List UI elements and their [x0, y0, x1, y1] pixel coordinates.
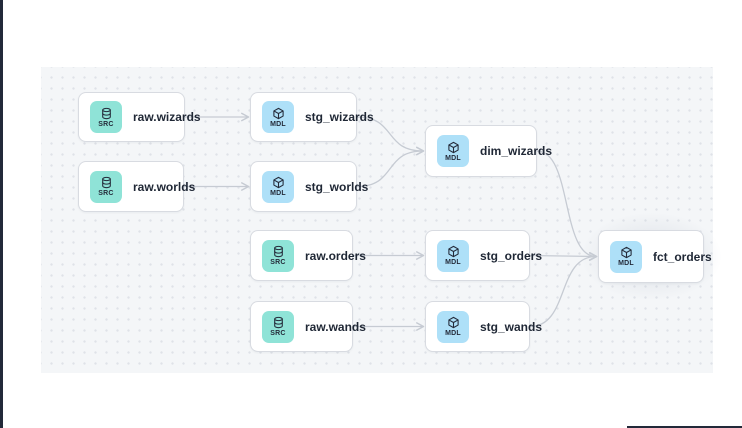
cube-icon: [447, 245, 460, 258]
graph-node-stg_wizards[interactable]: MDL stg_wizards: [250, 92, 374, 142]
node-label: dim_wizards: [480, 144, 553, 158]
badge-label: MDL: [618, 260, 634, 267]
node-label: stg_orders: [480, 248, 543, 263]
graph-node-stg_worlds[interactable]: MDL stg_worlds: [250, 161, 368, 212]
mdl-badge: MDL: [437, 310, 469, 343]
node-label: raw.worlds: [133, 179, 196, 194]
database-icon: [100, 107, 113, 120]
cube-icon: [447, 316, 460, 329]
mdl-badge: MDL: [437, 135, 469, 167]
badge-label: SRC: [98, 190, 114, 197]
cube-icon: [272, 107, 285, 120]
src-badge: SRC: [90, 101, 122, 133]
badge-label: SRC: [270, 330, 286, 337]
cube-icon: [620, 246, 633, 259]
cube-icon: [272, 176, 285, 189]
database-icon: [272, 245, 285, 258]
badge-label: MDL: [445, 330, 461, 337]
mdl-badge: MDL: [262, 170, 294, 203]
badge-label: MDL: [445, 154, 461, 162]
cube-icon: [447, 141, 460, 154]
mdl-badge: MDL: [610, 240, 642, 273]
badge-label: MDL: [270, 120, 286, 128]
node-label: stg_wizards: [305, 110, 374, 124]
database-icon: [100, 176, 113, 189]
node-label: stg_wands: [480, 319, 543, 334]
window-bottom-edge: [627, 426, 742, 428]
node-label: raw.orders: [305, 248, 366, 263]
node-label: raw.wands: [305, 319, 366, 334]
node-label: fct_orders: [653, 249, 712, 264]
graph-node-raw.orders[interactable]: SRC raw.orders: [250, 230, 366, 281]
node-label: stg_worlds: [305, 179, 369, 194]
graph-node-dim_wizards[interactable]: MDL dim_wizards: [425, 125, 552, 177]
graph-node-raw.wizards[interactable]: SRC raw.wizards: [78, 92, 201, 142]
mdl-badge: MDL: [262, 101, 294, 133]
graph-node-raw.worlds[interactable]: SRC raw.worlds: [78, 161, 195, 212]
src-badge: SRC: [262, 310, 294, 343]
database-icon: [272, 316, 285, 329]
graph-node-raw.wands[interactable]: SRC raw.wands: [250, 301, 366, 352]
window-left-edge: [0, 0, 3, 428]
src-badge: SRC: [262, 239, 294, 272]
badge-label: MDL: [270, 190, 286, 197]
badge-label: SRC: [98, 120, 114, 128]
graph-node-fct_orders[interactable]: MDL fct_orders: [598, 230, 712, 283]
mdl-badge: MDL: [437, 239, 469, 272]
src-badge: SRC: [90, 170, 122, 203]
badge-label: MDL: [445, 259, 461, 266]
graph-node-stg_wands[interactable]: MDL stg_wands: [425, 301, 542, 352]
graph-node-stg_orders[interactable]: MDL stg_orders: [425, 230, 542, 281]
badge-label: SRC: [270, 259, 286, 266]
node-label: raw.wizards: [133, 110, 201, 124]
